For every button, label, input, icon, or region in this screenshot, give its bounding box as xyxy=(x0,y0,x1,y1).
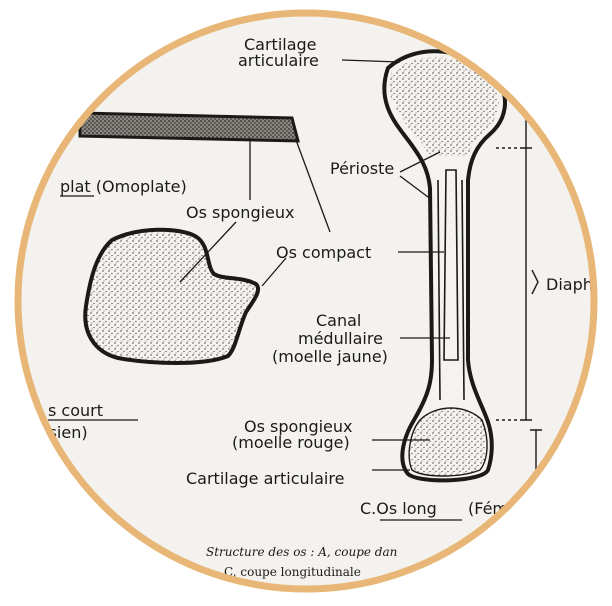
label-short-bone-1: s court xyxy=(48,401,103,420)
label-spongy-bottom-2: (moelle rouge) xyxy=(232,433,350,452)
medullary-canal xyxy=(444,170,458,360)
flat-bone-section xyxy=(80,113,298,141)
label-canal-2: médullaire xyxy=(298,329,383,348)
caption-line-1: Structure des os : A, coupe dan xyxy=(206,545,397,559)
label-cartilage-bottom: Cartilage articulaire xyxy=(186,469,344,488)
label-compact: Os compact xyxy=(276,243,371,262)
label-long-bone: C.Os long xyxy=(360,499,437,518)
label-spongy-top: Os spongieux xyxy=(186,203,295,222)
label-canal-1: Canal xyxy=(316,311,361,330)
caption-line-2: C, coupe longitudinale xyxy=(224,565,361,579)
label-flat-bone: plat (Omoplate) xyxy=(60,177,187,196)
label-canal-3: (moelle jaune) xyxy=(272,347,388,366)
label-periosteum: Périoste xyxy=(330,159,394,178)
label-cartilage-top-2: articulaire xyxy=(238,51,319,70)
